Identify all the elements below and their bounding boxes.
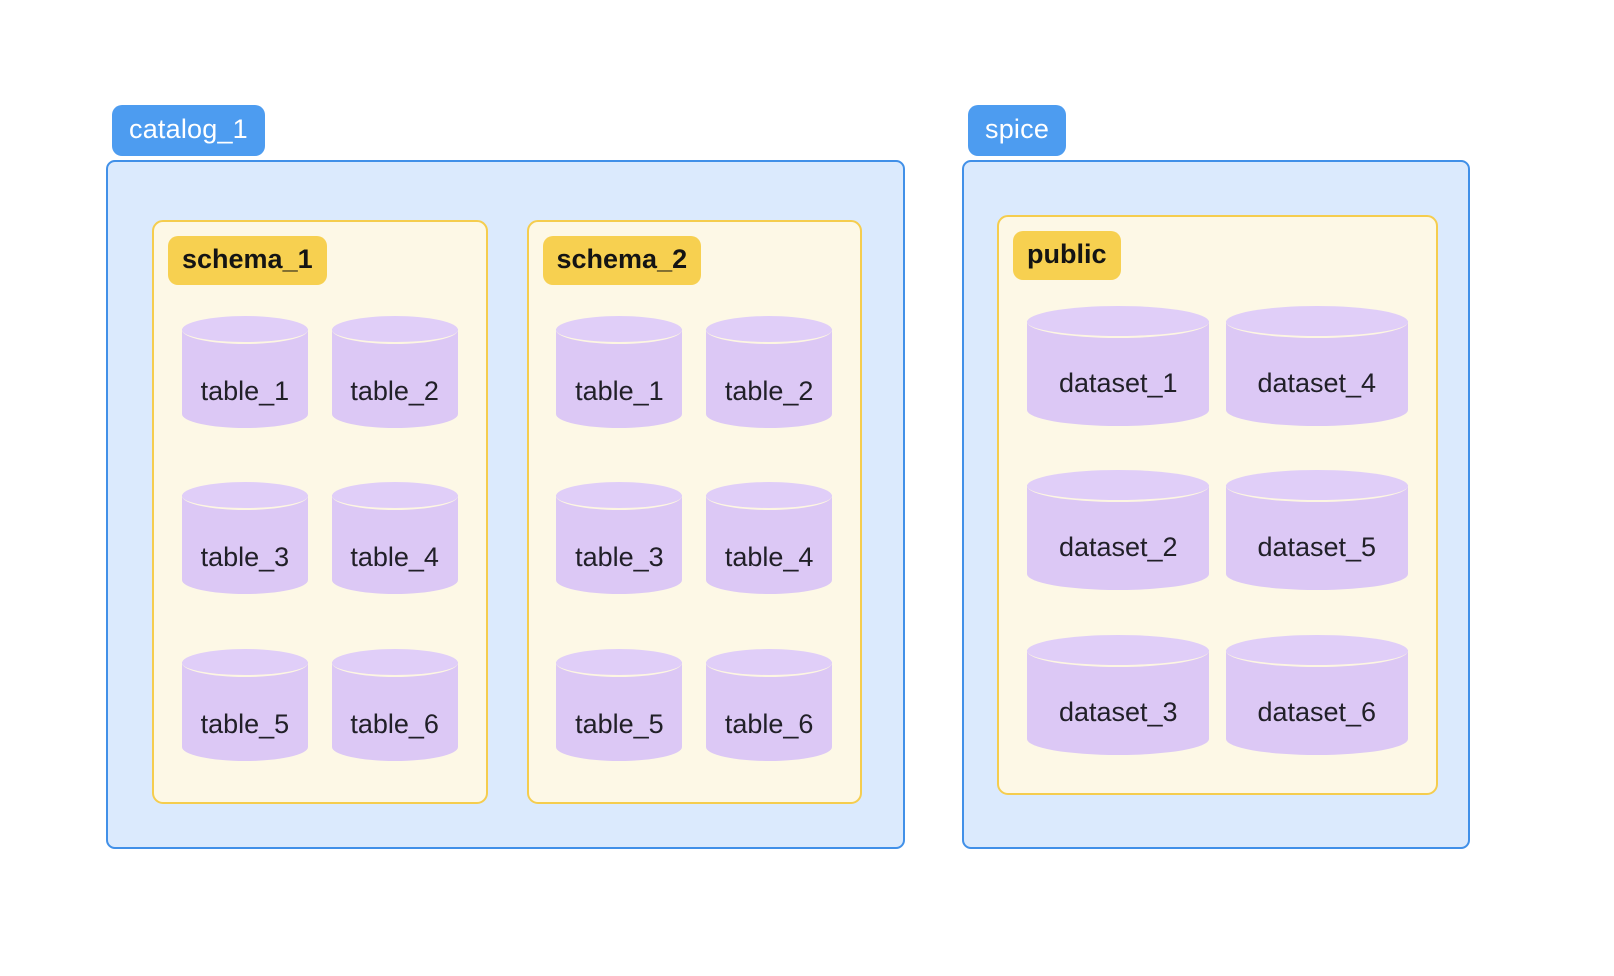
cylinder-top-ellipse [1225, 306, 1408, 339]
dataset-cylinder[interactable]: dataset_4 [1225, 306, 1408, 427]
schema-badge-schema_2[interactable]: schema_2 [542, 236, 702, 285]
catalog-group-catalog_1: catalog_1 schema_1 table_1 [106, 105, 905, 849]
schema-badge-schema_1[interactable]: schema_1 [168, 236, 327, 285]
cylinder-top-ellipse [181, 482, 308, 511]
cylinder-top-ellipse [1027, 470, 1210, 503]
cylinder-body [706, 329, 833, 429]
cylinder-top-ellipse [331, 316, 458, 345]
cylinder-body [331, 329, 458, 429]
cylinder-body [556, 495, 683, 595]
catalog-body-spice: public dataset_1 dataset_2 [962, 160, 1470, 849]
cylinder-top-ellipse [556, 482, 683, 511]
cylinder-body [1027, 649, 1210, 755]
table-cylinder[interactable]: table_6 [331, 648, 458, 761]
cylinder-top-ellipse [556, 648, 683, 677]
table-label: table_2 [350, 376, 439, 407]
table-cylinder[interactable]: table_4 [331, 482, 458, 595]
dataset-label: dataset_3 [1058, 696, 1178, 727]
table-label: table_1 [575, 376, 664, 407]
dataset-label: dataset_2 [1058, 532, 1178, 563]
cylinder-top-ellipse [181, 648, 308, 677]
cylinder-body [181, 661, 308, 761]
cylinder-top-ellipse [1225, 634, 1408, 667]
cylinder-top-ellipse [331, 482, 458, 511]
table-cylinder[interactable]: table_5 [181, 648, 308, 761]
cylinder-body [556, 661, 683, 761]
cylinder-body [706, 495, 833, 595]
table-cylinder[interactable]: table_6 [706, 648, 833, 761]
cylinder-top-ellipse [706, 316, 833, 345]
table-cylinder[interactable]: table_5 [556, 648, 683, 761]
dataset-label: dataset_4 [1257, 368, 1377, 399]
cylinder-body [331, 495, 458, 595]
table-label: table_3 [575, 542, 664, 573]
cylinder-body [181, 329, 308, 429]
cylinder-body [1225, 649, 1408, 755]
schema-group-schema_2: schema_2 table_1 table_2 [526, 220, 862, 804]
dataset-label: dataset_1 [1058, 368, 1178, 399]
catalog-badge-catalog_1[interactable]: catalog_1 [112, 105, 265, 156]
dataset-cylinder[interactable]: dataset_1 [1027, 306, 1210, 427]
dataset-cylinder[interactable]: dataset_2 [1027, 470, 1210, 591]
table-label: table_2 [724, 376, 814, 407]
dataset-label: dataset_6 [1257, 696, 1377, 727]
cylinder-body [1225, 485, 1408, 591]
schema-row-catalog_1: schema_1 table_1 table_2 [152, 220, 862, 804]
object-grid-schema_1: table_1 table_2 table_3 [154, 285, 486, 802]
catalog-body-catalog_1: schema_1 table_1 table_2 [106, 160, 905, 849]
table-label: table_6 [724, 708, 814, 739]
cylinder-top-ellipse [1027, 634, 1210, 667]
cylinder-top-ellipse [331, 648, 458, 677]
table-cylinder[interactable]: table_1 [556, 316, 683, 429]
schema-badge-public[interactable]: public [1013, 231, 1121, 280]
table-label: table_5 [575, 708, 664, 739]
table-cylinder[interactable]: table_2 [331, 316, 458, 429]
cylinder-top-ellipse [706, 648, 833, 677]
schema-row-spice: public dataset_1 dataset_2 [997, 215, 1438, 795]
table-label: table_4 [350, 542, 439, 573]
object-grid-public: dataset_1 dataset_2 dataset_3 [999, 280, 1436, 793]
table-cylinder[interactable]: table_1 [181, 316, 308, 429]
cylinder-top-ellipse [181, 316, 308, 345]
table-label: table_5 [200, 708, 290, 739]
dataset-cylinder[interactable]: dataset_5 [1225, 470, 1408, 591]
cylinder-top-ellipse [706, 482, 833, 511]
cylinder-body [1027, 321, 1210, 427]
table-cylinder[interactable]: table_3 [181, 482, 308, 595]
dataset-label: dataset_5 [1257, 532, 1377, 563]
cylinder-top-ellipse [556, 316, 683, 345]
cylinder-body [1027, 485, 1210, 591]
table-label: table_4 [724, 542, 814, 573]
schema-group-public: public dataset_1 dataset_2 [997, 215, 1438, 795]
table-label: table_6 [350, 708, 439, 739]
cylinder-top-ellipse [1225, 470, 1408, 503]
table-cylinder[interactable]: table_2 [706, 316, 833, 429]
table-cylinder[interactable]: table_3 [556, 482, 683, 595]
cylinder-top-ellipse [1027, 306, 1210, 339]
dataset-cylinder[interactable]: dataset_3 [1027, 634, 1210, 755]
catalog-group-spice: spice public dataset_1 [962, 105, 1470, 849]
table-label: table_3 [200, 542, 290, 573]
cylinder-body [181, 495, 308, 595]
schema-group-schema_1: schema_1 table_1 table_2 [152, 220, 488, 804]
cylinder-body [1225, 321, 1408, 427]
dataset-cylinder[interactable]: dataset_6 [1225, 634, 1408, 755]
cylinder-body [331, 661, 458, 761]
catalog-badge-spice[interactable]: spice [968, 105, 1067, 156]
object-grid-schema_2: table_1 table_2 table_3 [529, 285, 861, 802]
cylinder-body [706, 661, 833, 761]
cylinder-body [556, 329, 683, 429]
table-label: table_1 [200, 376, 290, 407]
table-cylinder[interactable]: table_4 [706, 482, 833, 595]
